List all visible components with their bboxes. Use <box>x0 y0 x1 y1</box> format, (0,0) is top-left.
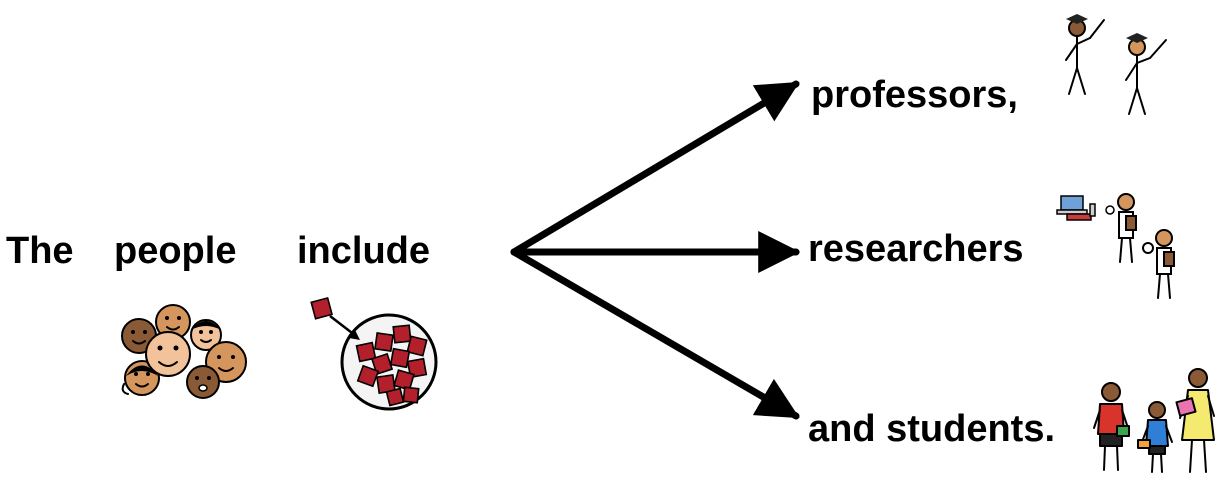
word-researchers: researchers <box>808 228 1024 270</box>
word-students: and students. <box>808 408 1056 450</box>
word-the: The <box>6 230 74 272</box>
word-professors: professors, <box>811 74 1018 116</box>
word-include: include <box>297 230 431 272</box>
arrow-to-professors <box>510 80 800 256</box>
word-people: people <box>114 230 237 272</box>
arrow-to-students <box>510 248 800 420</box>
